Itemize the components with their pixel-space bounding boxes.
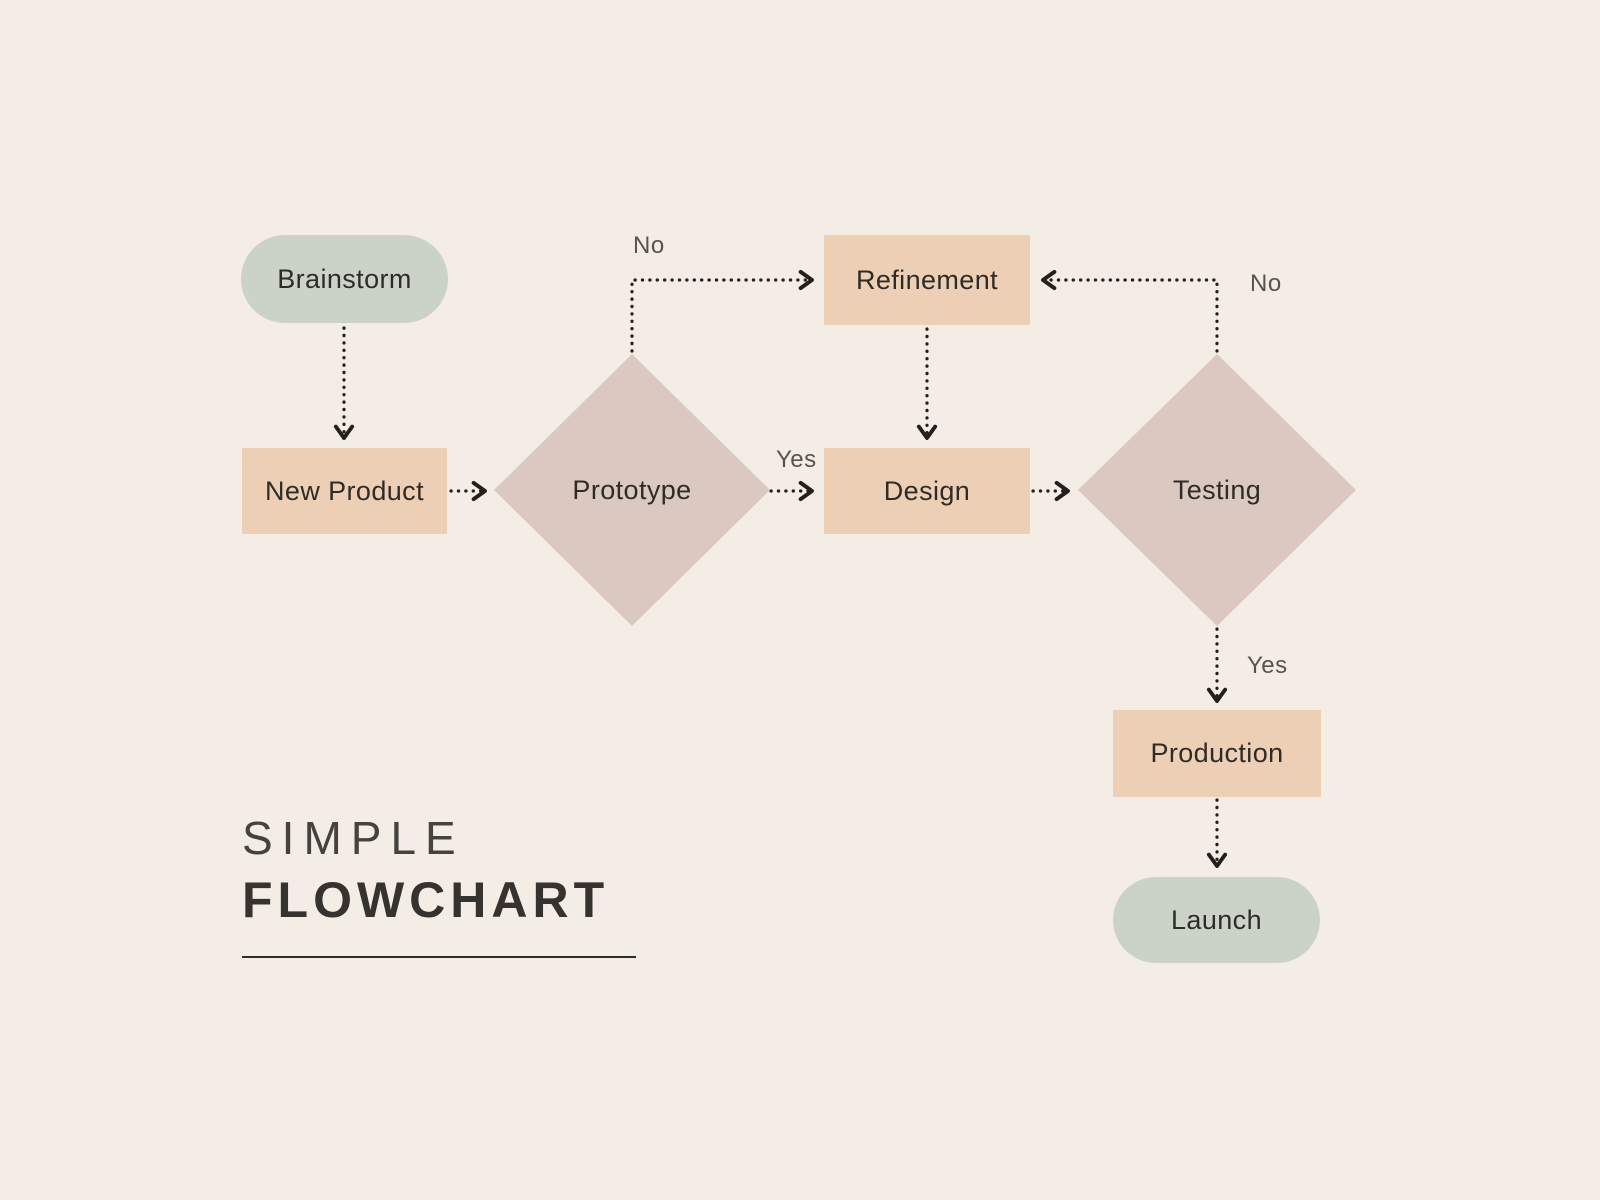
node-testing-label: Testing [1172, 474, 1262, 505]
edge-testing-to-refinement-no [1041, 269, 1219, 353]
edge-prototype-to-refinement-no [630, 269, 814, 353]
node-production-label: Production [1150, 738, 1284, 768]
node-production: Production [1113, 710, 1321, 797]
title-underline [242, 956, 636, 958]
edge-label-prototype-no: No [633, 232, 665, 259]
node-prototype-label: Prototype [572, 474, 692, 505]
node-new-product-label: New Product [265, 475, 424, 506]
edge-label-testing-yes: Yes [1247, 652, 1288, 679]
node-brainstorm: Brainstorm [241, 235, 448, 323]
title-block: SIMPLE FLOWCHART [242, 812, 636, 958]
node-refinement: Refinement [824, 235, 1030, 325]
node-design-label: Design [883, 475, 971, 506]
node-launch: Launch [1113, 877, 1320, 963]
title-line-flowchart: FLOWCHART [242, 872, 610, 928]
node-refinement-label: Refinement [855, 264, 999, 295]
node-brainstorm-label: Brainstorm [277, 263, 412, 294]
edge-label-prototype-yes: Yes [776, 446, 817, 473]
title-line-simple: SIMPLE [242, 812, 465, 864]
node-new-product: New Product [242, 448, 447, 534]
node-design: Design [824, 448, 1030, 534]
edge-label-testing-no: No [1250, 270, 1282, 297]
node-launch-label: Launch [1171, 904, 1262, 935]
